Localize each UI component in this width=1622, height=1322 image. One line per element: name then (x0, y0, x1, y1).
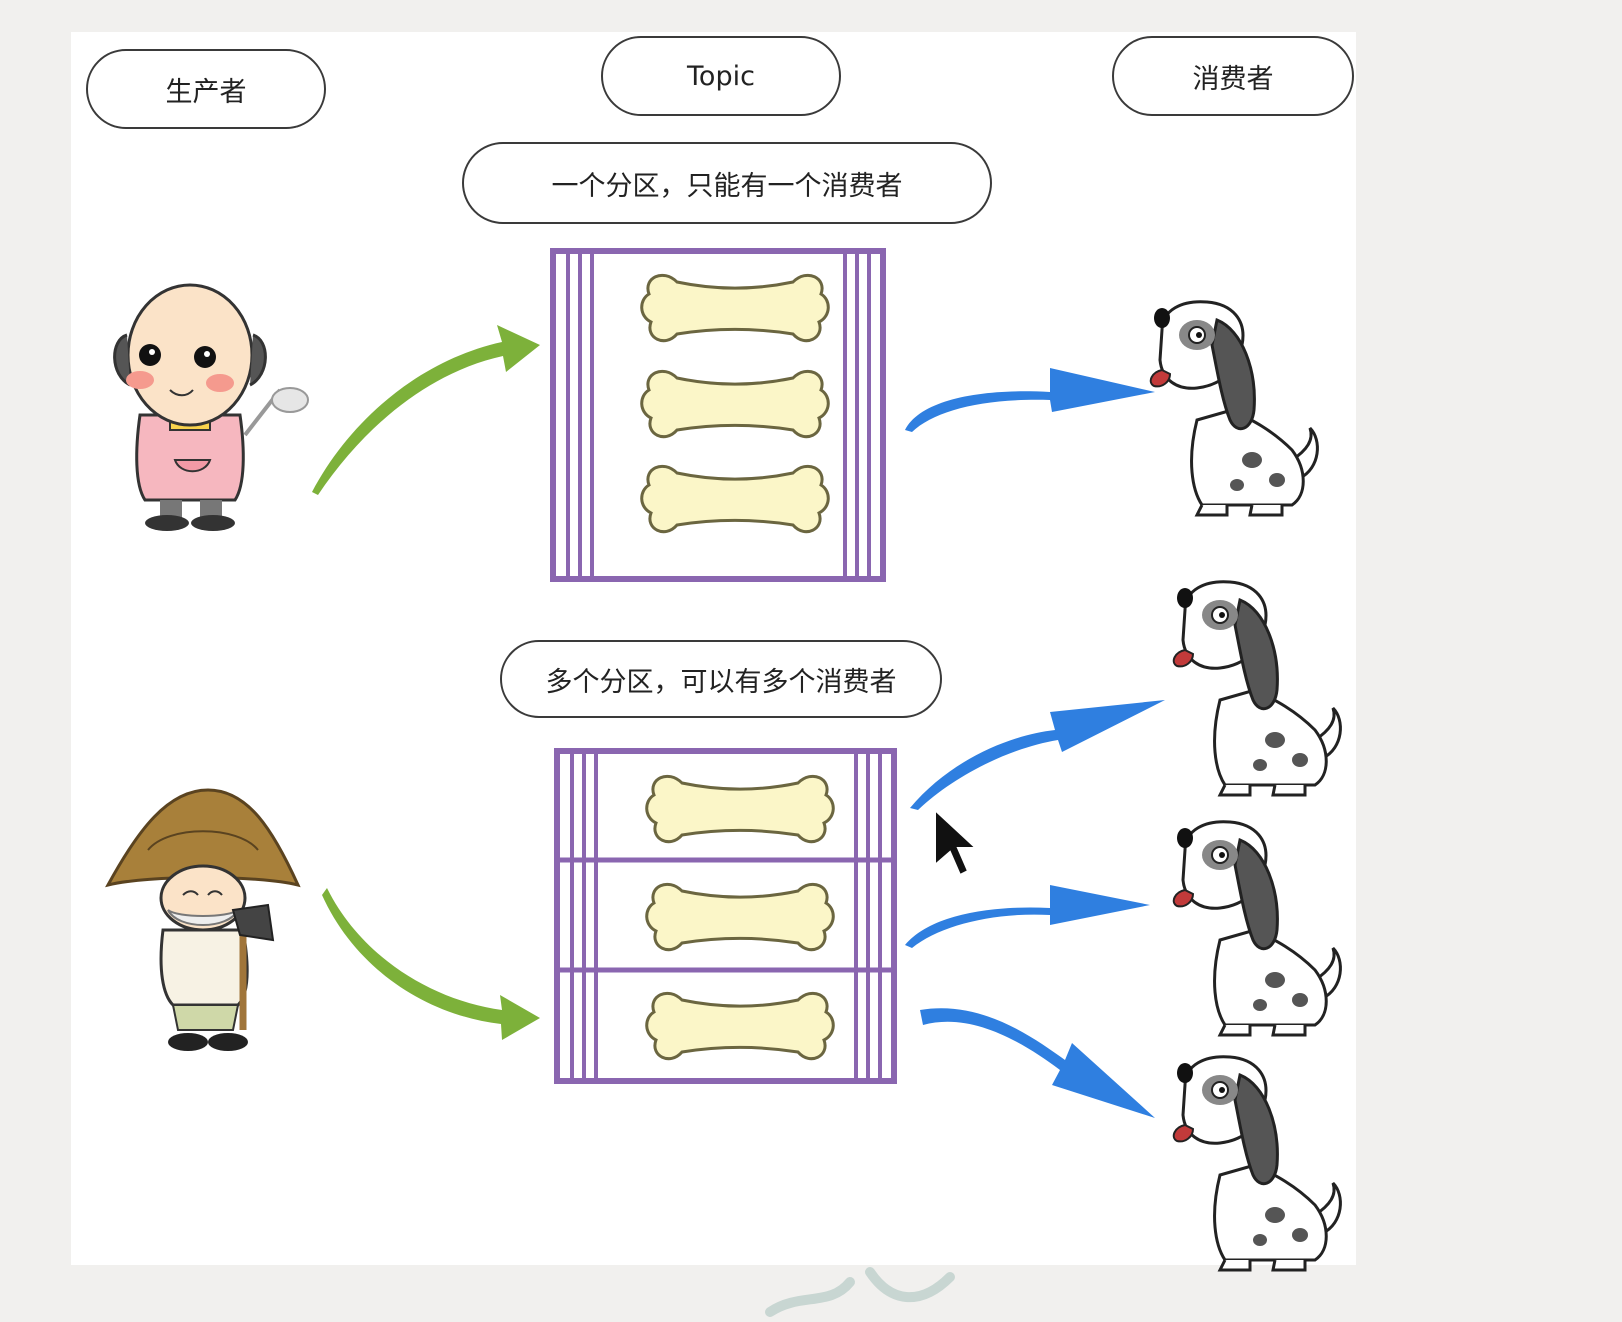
consumer-label-text: 消费者 (1192, 63, 1274, 95)
topic-label: Topic (601, 36, 841, 116)
multi-partition-topic (554, 748, 897, 1084)
producer-label: 生产者 (86, 49, 326, 129)
dog-icon (1172, 820, 1342, 1037)
multi-partition-note-text: 多个分区，可以有多个消费者 (545, 666, 897, 698)
topic-label-text: Topic (687, 60, 755, 92)
producer-arrow-bottom (322, 888, 540, 1040)
single-partition-note: 一个分区，只能有一个消费者 (462, 142, 992, 224)
dog-icon (1172, 1055, 1342, 1272)
watermark (765, 1267, 955, 1317)
consumer-arrow-top (905, 368, 1155, 432)
consumer-arrow-multi-3 (920, 1008, 1155, 1118)
bald-old-man-icon (113, 283, 309, 531)
producer-label-text: 生产者 (165, 76, 247, 108)
single-partition-topic (550, 248, 886, 582)
dog-icon (1149, 300, 1319, 517)
multi-partition-note: 多个分区，可以有多个消费者 (500, 640, 942, 718)
farmer-with-hat-icon (105, 788, 301, 1051)
mouse-cursor-icon (934, 807, 979, 877)
single-partition-note-text: 一个分区，只能有一个消费者 (551, 170, 903, 202)
dog-icon (1172, 580, 1342, 797)
consumer-arrow-multi-1 (910, 700, 1165, 810)
consumer-label: 消费者 (1112, 36, 1354, 116)
producer-arrow-top (312, 325, 540, 495)
consumer-arrow-multi-2 (905, 885, 1150, 948)
